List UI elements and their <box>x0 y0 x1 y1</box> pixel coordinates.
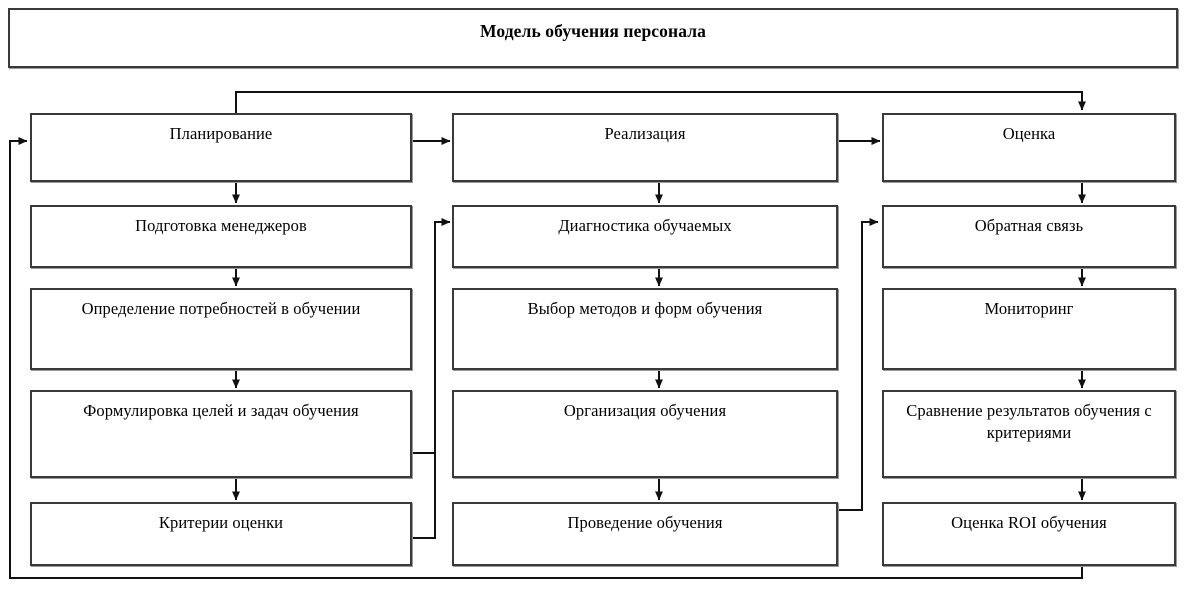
node-planning-step-3[interactable]: Формулировка целей и задач обучения <box>30 390 412 478</box>
node-evaluation-step-2[interactable]: Мониторинг <box>882 288 1176 370</box>
page-title: Модель обучения персонала <box>480 21 706 41</box>
node-label: Обратная связь <box>974 216 1084 235</box>
node-label: Проведение обучения <box>567 513 723 532</box>
loop-bottom-evaluation-to-planning <box>8 137 1084 580</box>
node-implementation-step-3[interactable]: Организация обучения <box>452 390 838 478</box>
node-planning-step-1[interactable]: Подготовка менеджеров <box>30 205 412 268</box>
node-label: Оценка <box>1002 124 1056 143</box>
node-planning-step-4[interactable]: Критерии оценки <box>30 502 412 566</box>
node-implementation-header[interactable]: Реализация <box>452 113 838 182</box>
node-evaluation-step-4[interactable]: Оценка ROI обучения <box>882 502 1176 566</box>
node-evaluation-step-3[interactable]: Сравнение результатов обучения с критери… <box>882 390 1176 478</box>
node-label: Организация обучения <box>563 401 727 420</box>
node-evaluation-header[interactable]: Оценка <box>882 113 1176 182</box>
diagram-title-box: Модель обучения персонала <box>8 8 1178 68</box>
node-evaluation-step-1[interactable]: Обратная связь <box>882 205 1176 268</box>
node-label: Реализация <box>604 124 686 143</box>
loop-planning-steps-to-diagnostics <box>412 218 451 540</box>
node-label: Критерии оценки <box>158 513 284 532</box>
loop-training-to-feedback <box>838 218 879 512</box>
node-planning-step-2[interactable]: Определение потребностей в обучении <box>30 288 412 370</box>
node-label: Мониторинг <box>984 299 1074 318</box>
node-label: Сравнение результатов обучения с критери… <box>906 401 1152 442</box>
node-label: Определение потребностей в обучении <box>81 299 361 318</box>
node-label: Формулировка целей и задач обучения <box>83 401 359 420</box>
node-implementation-step-1[interactable]: Диагностика обучаемых <box>452 205 838 268</box>
node-label: Диагностика обучаемых <box>558 216 732 235</box>
node-label: Подготовка менеджеров <box>135 216 307 235</box>
node-planning-header[interactable]: Планирование <box>30 113 412 182</box>
loop-top-planning-to-evaluation <box>234 90 1086 113</box>
node-label: Планирование <box>169 124 273 143</box>
node-implementation-step-2[interactable]: Выбор методов и форм обучения <box>452 288 838 370</box>
node-implementation-step-4[interactable]: Проведение обучения <box>452 502 838 566</box>
node-label: Оценка ROI обучения <box>951 513 1107 532</box>
node-label: Выбор методов и форм обучения <box>527 299 763 318</box>
